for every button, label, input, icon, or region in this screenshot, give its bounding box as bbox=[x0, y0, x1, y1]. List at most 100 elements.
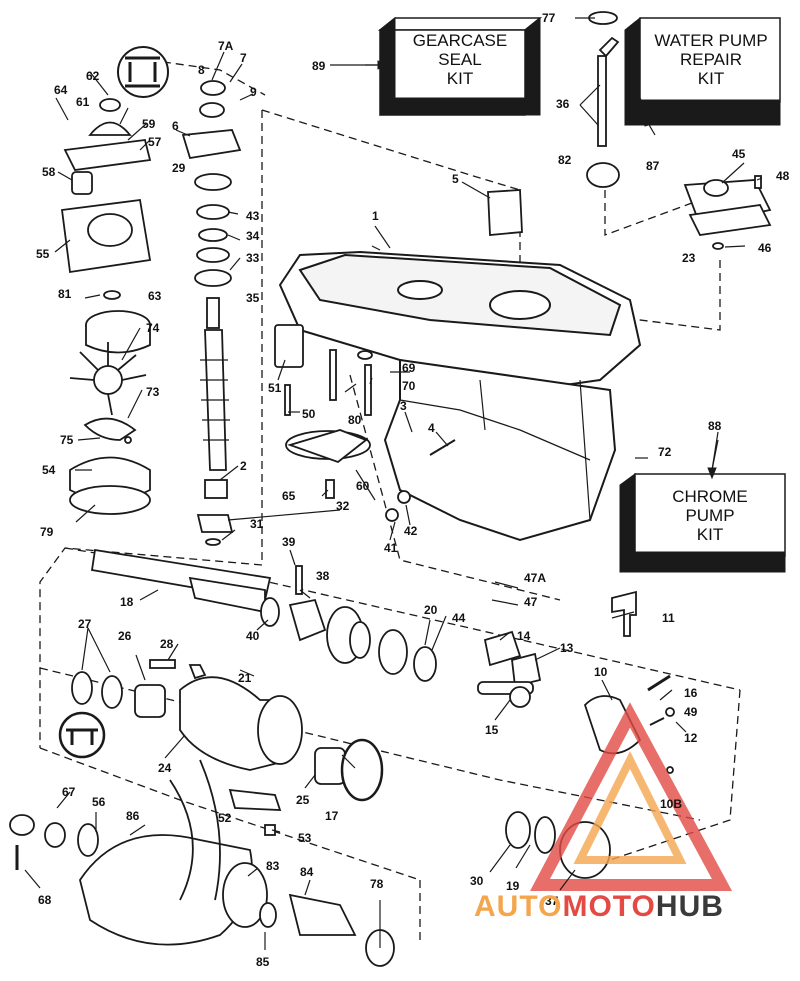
callout-54: 54 bbox=[42, 463, 56, 477]
callout-78: 78 bbox=[370, 877, 384, 891]
callout-49: 49 bbox=[684, 705, 698, 719]
callout-60: 60 bbox=[356, 479, 370, 493]
callout-52: 52 bbox=[218, 811, 232, 825]
callout-89: 89 bbox=[312, 59, 326, 73]
callout-58: 58 bbox=[42, 165, 56, 179]
callout-20: 20 bbox=[424, 603, 438, 617]
callout-9: 9 bbox=[250, 85, 257, 99]
guide-pump bbox=[604, 190, 701, 236]
guide-upper-left bbox=[39, 110, 263, 748]
callout-72: 72 bbox=[658, 445, 672, 459]
callout-34: 34 bbox=[246, 229, 260, 243]
kit-88-line-3: KIT bbox=[696, 524, 724, 544]
seal-detail-circle bbox=[117, 46, 169, 98]
callout-28: 28 bbox=[160, 637, 174, 651]
kit-87-line-3: KIT bbox=[697, 68, 725, 88]
callout-68: 68 bbox=[38, 893, 52, 907]
callout-74: 74 bbox=[146, 321, 160, 335]
callout-7a: 7A bbox=[218, 39, 234, 53]
callout-11: 11 bbox=[662, 611, 675, 625]
shaft-assembly bbox=[90, 548, 437, 682]
kit-box-89-shape bbox=[377, 16, 543, 116]
callout-87: 87 bbox=[646, 159, 660, 173]
callout-14: 14 bbox=[517, 629, 531, 643]
callout-36: 36 bbox=[556, 97, 570, 111]
callout-46: 46 bbox=[758, 241, 772, 255]
callout-47: 47 bbox=[524, 595, 538, 609]
guide-right bbox=[609, 689, 741, 861]
impeller-shape bbox=[69, 342, 147, 416]
callout-23: 23 bbox=[682, 251, 696, 265]
callout-83: 83 bbox=[266, 859, 280, 873]
callout-69: 69 bbox=[402, 361, 416, 375]
callout-40: 40 bbox=[246, 629, 260, 643]
callout-38: 38 bbox=[316, 569, 330, 583]
callout-10: 10 bbox=[594, 665, 608, 679]
kit-88-line-1: CHROME bbox=[672, 486, 748, 506]
kit-89-line-3: KIT bbox=[446, 68, 474, 88]
callout-70: 70 bbox=[402, 379, 416, 393]
callout-41: 41 bbox=[384, 541, 398, 555]
callout-65: 65 bbox=[282, 489, 296, 503]
callout-31: 31 bbox=[250, 517, 264, 531]
callout-2: 2 bbox=[240, 459, 247, 473]
callout-1: 1 bbox=[372, 209, 379, 223]
callout-labels: 1 2 3 4 5 6 7 7A 8 9 10 10B 11 12 13 14 … bbox=[36, 11, 790, 969]
callout-17: 17 bbox=[325, 809, 339, 823]
callout-62: 62 bbox=[86, 69, 100, 83]
callout-43: 43 bbox=[246, 209, 260, 223]
callout-44: 44 bbox=[452, 611, 466, 625]
guide-center bbox=[349, 374, 561, 601]
gearcase-seal-kit-label: GEARCASE SEAL KIT bbox=[390, 22, 530, 96]
callout-35: 35 bbox=[246, 291, 260, 305]
callout-67: 67 bbox=[62, 785, 76, 799]
guide-top bbox=[261, 109, 521, 191]
callout-19: 19 bbox=[506, 879, 520, 893]
callout-53: 53 bbox=[298, 831, 312, 845]
watermark-part-a: AUTO bbox=[474, 890, 563, 923]
callout-15: 15 bbox=[485, 723, 499, 737]
callout-73: 73 bbox=[146, 385, 160, 399]
callout-77: 77 bbox=[542, 11, 556, 25]
callout-75: 75 bbox=[60, 433, 74, 447]
callout-84: 84 bbox=[300, 865, 314, 879]
bearing-housing-propeller bbox=[9, 659, 611, 967]
callout-27: 27 bbox=[78, 617, 92, 631]
kit-box-87-shape bbox=[624, 16, 781, 126]
guide-prop bbox=[39, 747, 421, 881]
water-pump-repair-kit-label: WATER PUMP REPAIR KIT bbox=[646, 22, 776, 96]
water-pump-parts bbox=[60, 98, 152, 515]
callout-37: 37 bbox=[545, 894, 559, 908]
shift-parts-right bbox=[477, 590, 675, 774]
callout-59: 59 bbox=[142, 117, 156, 131]
callout-50: 50 bbox=[302, 407, 316, 421]
callout-88: 88 bbox=[708, 419, 722, 433]
callout-82: 82 bbox=[558, 153, 572, 167]
callout-56: 56 bbox=[92, 795, 106, 809]
driveshaft-column bbox=[181, 80, 242, 546]
callout-57: 57 bbox=[148, 135, 162, 149]
callout-25: 25 bbox=[296, 793, 310, 807]
callout-32: 32 bbox=[336, 499, 350, 513]
callout-45: 45 bbox=[732, 147, 746, 161]
callout-48: 48 bbox=[776, 169, 790, 183]
gearcase-housing bbox=[278, 250, 642, 542]
kit-89-line-2: SEAL bbox=[438, 49, 482, 69]
kit-87-line-2: REPAIR bbox=[679, 49, 743, 69]
callout-64: 64 bbox=[54, 83, 68, 97]
guide-seal-detail bbox=[149, 59, 266, 96]
callout-24: 24 bbox=[158, 761, 172, 775]
callout-30: 30 bbox=[470, 874, 484, 888]
callout-18: 18 bbox=[120, 595, 134, 609]
callout-12: 12 bbox=[684, 731, 698, 745]
kit-87-line-1: WATER PUMP bbox=[654, 30, 768, 50]
callout-13: 13 bbox=[560, 641, 574, 655]
callout-4: 4 bbox=[428, 421, 435, 435]
callout-42: 42 bbox=[404, 524, 418, 538]
callout-55: 55 bbox=[36, 247, 50, 261]
center-parts bbox=[274, 324, 456, 522]
callout-8: 8 bbox=[198, 63, 205, 77]
watermark-logo bbox=[530, 702, 733, 891]
